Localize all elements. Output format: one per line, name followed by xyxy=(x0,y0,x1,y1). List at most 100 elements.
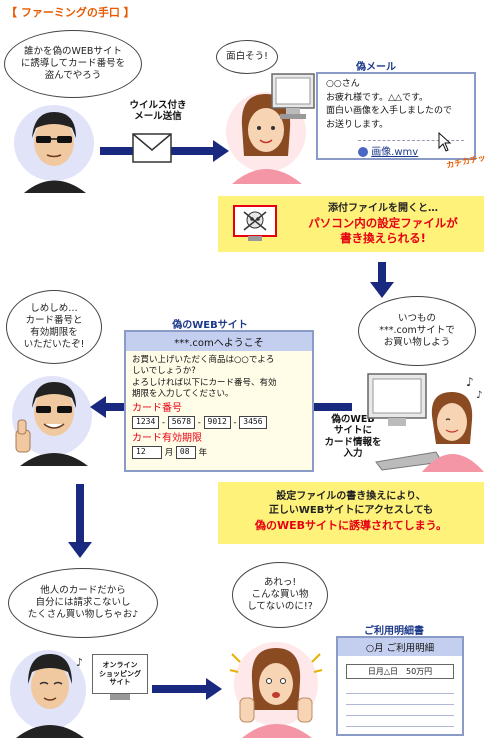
statement-blank-row xyxy=(346,705,454,716)
speech-line: いただいたぞ! xyxy=(23,338,85,350)
site-text-line: 期限を入力してください。 xyxy=(132,389,234,400)
site-header: ***.comへようこそ xyxy=(126,332,312,351)
site-text-line: お買い上げいただく商品は○○でよろ xyxy=(132,355,275,365)
step2-line-2: パソコン内の設定ファイルが xyxy=(308,215,458,230)
criminal-figure-shopping: ♪ xyxy=(10,650,86,738)
arrow-head-right-1 xyxy=(213,140,229,162)
speech-line: しめしめ… xyxy=(30,303,78,315)
site-text-line: よろしければ以下にカード番号、有効 xyxy=(132,377,277,388)
speech-line: 誰かを偽のWEBサイト xyxy=(24,46,122,58)
card-number-row: 1234 - 5678 - 9012 - 3456 xyxy=(132,416,306,430)
statement-row: 日月△日 50万円 xyxy=(346,664,454,679)
speech-line: 有効期限を xyxy=(30,327,78,338)
step2-text: 添付ファイルを開くと… パソコン内の設定ファイルが 書き換えられる! xyxy=(288,202,478,247)
step4-text: 設定ファイルの書き換えにより、 正しいWEBサイトにアクセスしても 偽のWEBサ… xyxy=(226,490,476,533)
step4-line-2: 正しいWEBサイトにアクセスしても xyxy=(268,505,434,516)
card-number-field[interactable]: 1234 xyxy=(132,416,160,430)
card-number-field[interactable]: 3456 xyxy=(239,416,267,430)
card-number-field[interactable]: 5678 xyxy=(167,416,196,430)
speech-line: カード番号と xyxy=(25,315,83,327)
expiry-month-field[interactable]: 12 xyxy=(132,446,162,460)
expiry-row: 12 月 08 年 xyxy=(132,446,306,460)
label-line: サイトに xyxy=(333,425,372,437)
step2-line-3: 書き換えられる! xyxy=(340,231,426,246)
arrow-label-send-mail: ウイルス付き メール送信 xyxy=(115,100,201,123)
arrow-down-2 xyxy=(76,484,84,544)
step4-note-box: 設定ファイルの書き換えにより、 正しいWEBサイトにアクセスしても 偽のWEBサ… xyxy=(218,482,484,544)
label-line: カード情報を xyxy=(324,436,382,448)
speech-line: こんな買い物 xyxy=(251,589,309,601)
arrow-label-input-card: 偽のWEB サイトに カード情報を 入力 xyxy=(318,414,388,460)
statement-title: ご利用明細書 xyxy=(364,626,424,637)
expiry-year-field[interactable]: 08 xyxy=(175,446,196,460)
statement-blank-row xyxy=(346,683,454,694)
shop-label-line: ショッピング xyxy=(99,669,141,678)
attachment-name: 画像.wmv xyxy=(371,147,419,158)
victim-speech-bubble-2: いつもの ***.comサイトで お買い物しよう xyxy=(358,296,476,366)
speech-line: 盗んでやろう xyxy=(44,69,102,81)
criminal-speech-bubble-3: 他人のカードだから 自分には請求こないし たくさん買い物しちゃお♪ xyxy=(8,568,158,638)
speech-line: あれっ! xyxy=(263,577,297,589)
speech-line: 自分には請求こないし xyxy=(35,597,131,609)
step4-line-3: 偽のWEBサイトに誘導されてしまう。 xyxy=(254,519,448,532)
fake-email-title: 偽メール xyxy=(356,62,396,73)
expiry-label: カード有効期限 xyxy=(132,432,202,444)
shop-label-line: サイト xyxy=(109,678,131,687)
page-title: 【 ファーミングの手口 】 xyxy=(6,6,135,19)
victim-speech-bubble-1: 面白そう! xyxy=(216,40,278,74)
email-body: ○○さん お疲れ様です。△△です。 面白い画像を入手しましたので お送りします。 xyxy=(318,74,474,136)
arrow-head-down-2 xyxy=(68,542,92,558)
label-line: メール送信 xyxy=(134,111,182,123)
monitor-stand xyxy=(110,694,130,700)
speech-line: たくさん買い物しちゃお♪ xyxy=(27,608,139,620)
label-line: 偽のWEB xyxy=(331,414,375,425)
site-text-line: しいでしょうか? xyxy=(132,366,196,377)
email-line: お疲れ様です。△△です。 xyxy=(326,92,429,103)
attachment-link[interactable]: 画像.wmv xyxy=(358,140,464,158)
statement-window: ○月 ご利用明細 日月△日 50万円 xyxy=(336,636,464,736)
envelope-icon xyxy=(132,133,172,163)
arrow-left xyxy=(104,403,128,411)
statement-blank-row xyxy=(346,694,454,705)
month-unit: 月 xyxy=(164,448,174,459)
card-dash: - xyxy=(197,418,201,429)
shop-label-line: オンライン xyxy=(102,661,138,670)
statement-header: ○月 ご利用明細 xyxy=(338,638,462,656)
step4-line-1: 設定ファイルの書き換えにより、 xyxy=(276,491,426,502)
criminal-speech-bubble-2: しめしめ… カード番号と 有効期限を いただいたぞ! xyxy=(6,290,102,364)
year-unit: 年 xyxy=(198,448,208,459)
svg-text:♪: ♪ xyxy=(466,375,474,389)
shopping-site-monitor: オンライン ショッピング サイト xyxy=(92,654,148,704)
speech-line: してないのに!? xyxy=(247,600,313,612)
arrow-down-1 xyxy=(378,262,386,284)
email-line: ○○さん xyxy=(326,79,360,89)
label-line: ウイルス付き xyxy=(129,100,187,111)
victim-figure xyxy=(226,92,306,184)
speech-line: に誘導してカード番号を xyxy=(20,58,126,70)
card-dash: - xyxy=(161,418,166,429)
step2-line-1: 添付ファイルを開くと… xyxy=(328,203,438,214)
card-number-label: カード番号 xyxy=(132,402,182,414)
mouse-cursor-icon xyxy=(438,132,452,152)
victim-at-computer: ♪ ♪ xyxy=(367,373,484,472)
speech-line: いつもの xyxy=(397,313,436,325)
card-number-field[interactable]: 9012 xyxy=(203,416,231,430)
speech-line: お買い物しよう xyxy=(383,336,451,348)
victim-figure-shocked xyxy=(229,642,323,738)
label-line: 入力 xyxy=(343,448,363,460)
statement-body: 日月△日 50万円 xyxy=(338,656,462,731)
criminal-figure xyxy=(14,105,94,193)
arrow-head-down-1 xyxy=(370,282,394,298)
speech-line: ***.comサイトで xyxy=(379,325,455,337)
arrow-head-right-2 xyxy=(206,678,222,700)
criminal-figure-thumbsup xyxy=(12,376,92,466)
virus-skull-icon xyxy=(233,205,277,241)
step2-note-box: 添付ファイルを開くと… パソコン内の設定ファイルが 書き換えられる! xyxy=(218,196,484,252)
monitor-screen: オンライン ショッピング サイト xyxy=(92,654,148,694)
fake-email-window: ○○さん お疲れ様です。△△です。 面白い画像を入手しましたので お送りします。… xyxy=(316,72,476,160)
shop-label: オンライン ショッピング サイト xyxy=(99,661,141,686)
svg-text:♪: ♪ xyxy=(476,390,482,401)
card-dash: - xyxy=(233,418,237,429)
arrow-right-2 xyxy=(152,685,208,693)
arrow-left-to-site xyxy=(314,403,352,411)
